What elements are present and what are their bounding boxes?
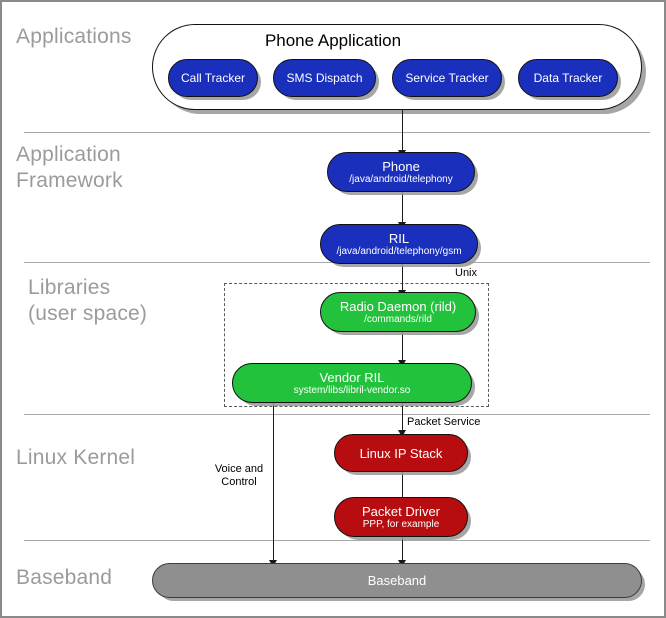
connector-vendor-ril-to-baseband — [273, 402, 274, 566]
band-label-applications: Applications — [16, 25, 132, 48]
framework-node-ril-subtitle: /java/android/telephony/gsm — [336, 245, 462, 257]
band-label-application-framework: Application Framework — [16, 143, 123, 192]
framework-node-phone-subtitle: /java/android/telephony — [349, 173, 453, 185]
framework-node-ril[interactable]: RIL /java/android/telephony/gsm — [320, 224, 478, 264]
unix-region-label: Unix — [455, 267, 478, 279]
library-node-radio-daemon-title: Radio Daemon (rild) — [339, 298, 457, 314]
app-node-sms-dispatch-label: SMS Dispatch — [286, 70, 363, 85]
band-label-baseband: Baseband — [16, 566, 113, 589]
band-divider-4 — [24, 540, 650, 541]
connector-vendor-ril-to-ip-stack — [402, 402, 403, 434]
band-divider-3 — [24, 414, 650, 415]
baseband-node-title: Baseband — [367, 573, 427, 588]
connector-rild-to-vendor-ril — [402, 332, 403, 364]
baseband-node[interactable]: Baseband — [152, 563, 642, 598]
framework-node-phone-title: Phone — [382, 158, 420, 174]
phone-application-title: Phone Application — [264, 31, 402, 50]
library-node-radio-daemon-subtitle: /commands/rild — [364, 313, 432, 325]
kernel-node-packet-driver[interactable]: Packet Driver PPP, for example — [334, 497, 468, 537]
connector-phone-to-ril — [402, 192, 403, 224]
edge-label-packet-service: Packet Service — [407, 416, 481, 428]
library-node-vendor-ril-title: Vendor RIL — [319, 369, 385, 385]
library-node-radio-daemon[interactable]: Radio Daemon (rild) /commands/rild — [320, 292, 476, 332]
band-label-linux-kernel: Linux Kernel — [16, 446, 136, 469]
connector-apps-to-phone — [402, 110, 403, 152]
app-node-service-tracker-label: Service Tracker — [405, 70, 489, 85]
kernel-node-linux-ip-stack[interactable]: Linux IP Stack — [334, 434, 468, 472]
framework-node-phone[interactable]: Phone /java/android/telephony — [327, 152, 475, 192]
app-node-sms-dispatch[interactable]: SMS Dispatch — [273, 59, 376, 97]
connector-packet-driver-to-baseband — [402, 535, 403, 566]
kernel-node-packet-driver-title: Packet Driver — [361, 503, 441, 519]
connector-ril-to-rild — [402, 264, 403, 292]
app-node-call-tracker[interactable]: Call Tracker — [168, 59, 258, 97]
band-divider-1 — [24, 132, 650, 133]
edge-label-voice-and-control: Voice and Control — [214, 463, 264, 488]
library-node-vendor-ril[interactable]: Vendor RIL system/libs/libril-vendor.so — [232, 363, 472, 403]
framework-node-ril-title: RIL — [388, 230, 410, 246]
app-node-call-tracker-label: Call Tracker — [180, 70, 245, 85]
library-node-vendor-ril-subtitle: system/libs/libril-vendor.so — [293, 384, 411, 396]
app-node-service-tracker[interactable]: Service Tracker — [392, 59, 502, 97]
kernel-node-packet-driver-subtitle: PPP, for example — [362, 518, 440, 530]
kernel-node-linux-ip-stack-title: Linux IP Stack — [359, 445, 443, 461]
app-node-data-tracker-label: Data Tracker — [533, 70, 603, 85]
unix-region-box — [224, 283, 489, 407]
app-node-data-tracker[interactable]: Data Tracker — [518, 59, 618, 97]
band-label-libraries: Libraries (user space) — [28, 276, 148, 325]
connector-ip-stack-to-packet-driver — [402, 472, 403, 502]
